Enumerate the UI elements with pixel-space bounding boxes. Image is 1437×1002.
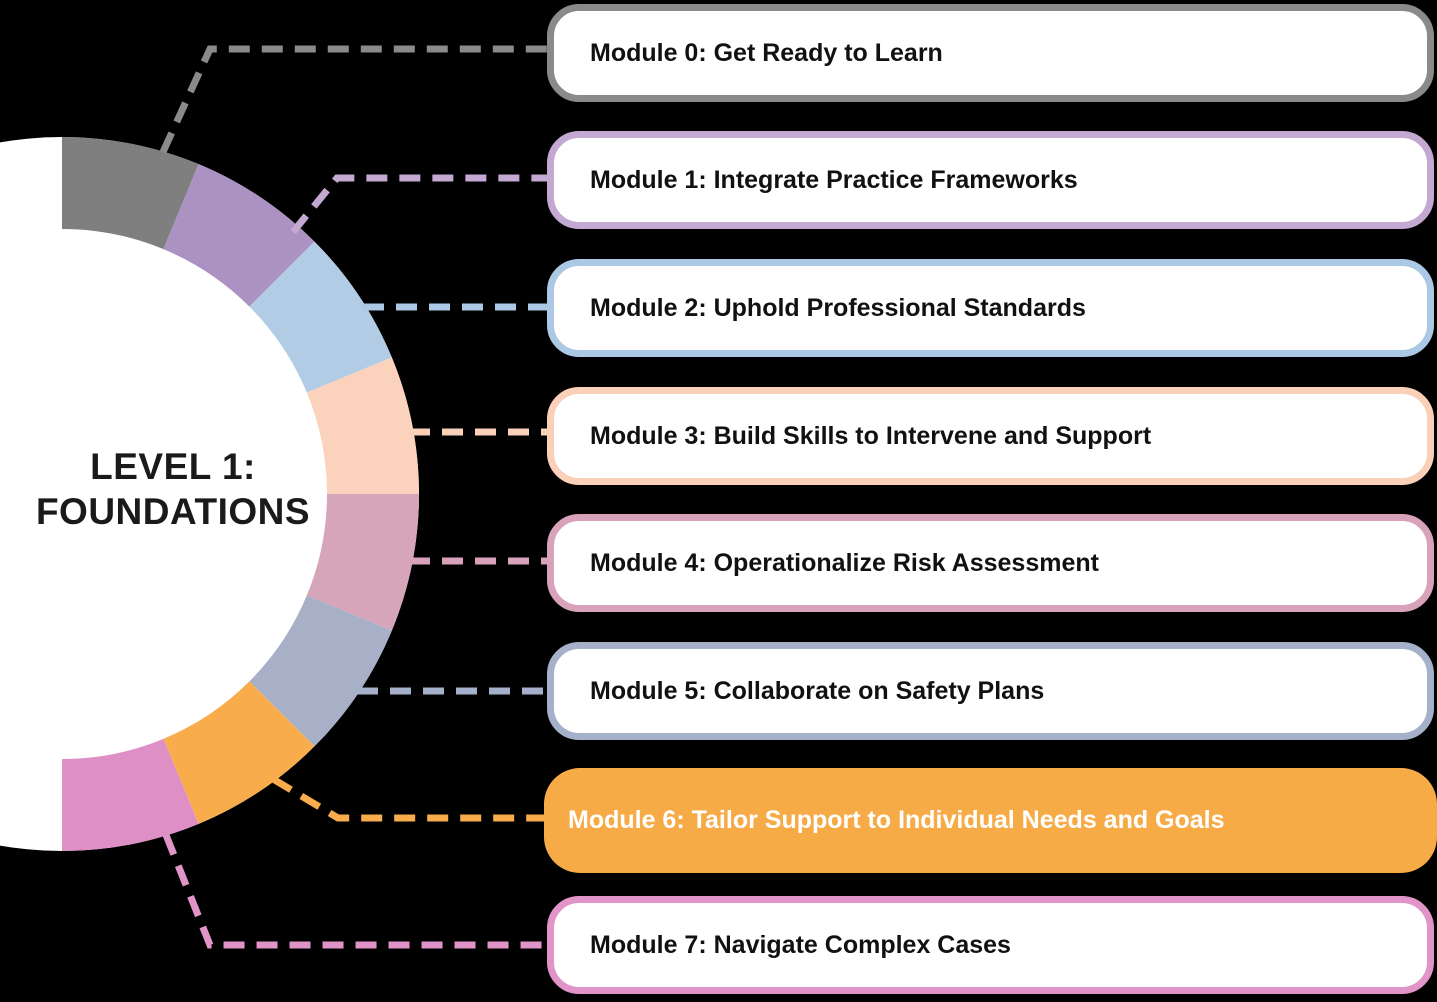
module-3-label: Module 3: Build Skills to Intervene and … — [590, 421, 1152, 450]
module-2-label: Module 2: Uphold Professional Standards — [590, 293, 1086, 322]
ring-segment-module-2 — [249, 241, 392, 393]
ring-segment-module-7 — [62, 738, 199, 851]
module-7-label: Module 7: Navigate Complex Cases — [590, 930, 1011, 959]
ring-segment-module-0 — [62, 137, 199, 250]
connector-module-0 — [159, 45, 552, 154]
module-box-2: Module 2: Uphold Professional Standards — [547, 259, 1434, 357]
module-0-label: Module 0: Get Ready to Learn — [590, 38, 943, 67]
module-6-label: Module 6: Tailor Support to Individual N… — [568, 806, 1225, 834]
module-box-0: Module 0: Get Ready to Learn — [547, 4, 1434, 102]
connector-module-6 — [271, 775, 550, 822]
ring-segment-module-6 — [163, 681, 315, 824]
ring-segment-module-4 — [306, 494, 419, 631]
module-box-6: Module 6: Tailor Support to Individual N… — [544, 768, 1437, 873]
ring-segment-module-1 — [163, 164, 315, 307]
ring-segment-module-3 — [306, 357, 419, 494]
connector-module-1 — [290, 174, 552, 235]
level-title: LEVEL 1: FOUNDATIONS — [0, 444, 346, 534]
module-box-4: Module 4: Operationalize Risk Assessment — [547, 514, 1434, 612]
module-box-3: Module 3: Build Skills to Intervene and … — [547, 387, 1434, 485]
module-4-label: Module 4: Operationalize Risk Assessment — [590, 548, 1099, 577]
level-title-line1: LEVEL 1: — [90, 446, 256, 487]
module-box-1: Module 1: Integrate Practice Frameworks — [547, 131, 1434, 229]
level-title-line2: FOUNDATIONS — [35, 491, 311, 533]
module-5-label: Module 5: Collaborate on Safety Plans — [590, 676, 1045, 705]
module-1-label: Module 1: Integrate Practice Frameworks — [590, 165, 1078, 194]
connector-module-7 — [162, 833, 550, 949]
module-box-7: Module 7: Navigate Complex Cases — [547, 896, 1434, 994]
ring-segment-module-5 — [249, 595, 392, 747]
module-box-5: Module 5: Collaborate on Safety Plans — [547, 642, 1434, 740]
